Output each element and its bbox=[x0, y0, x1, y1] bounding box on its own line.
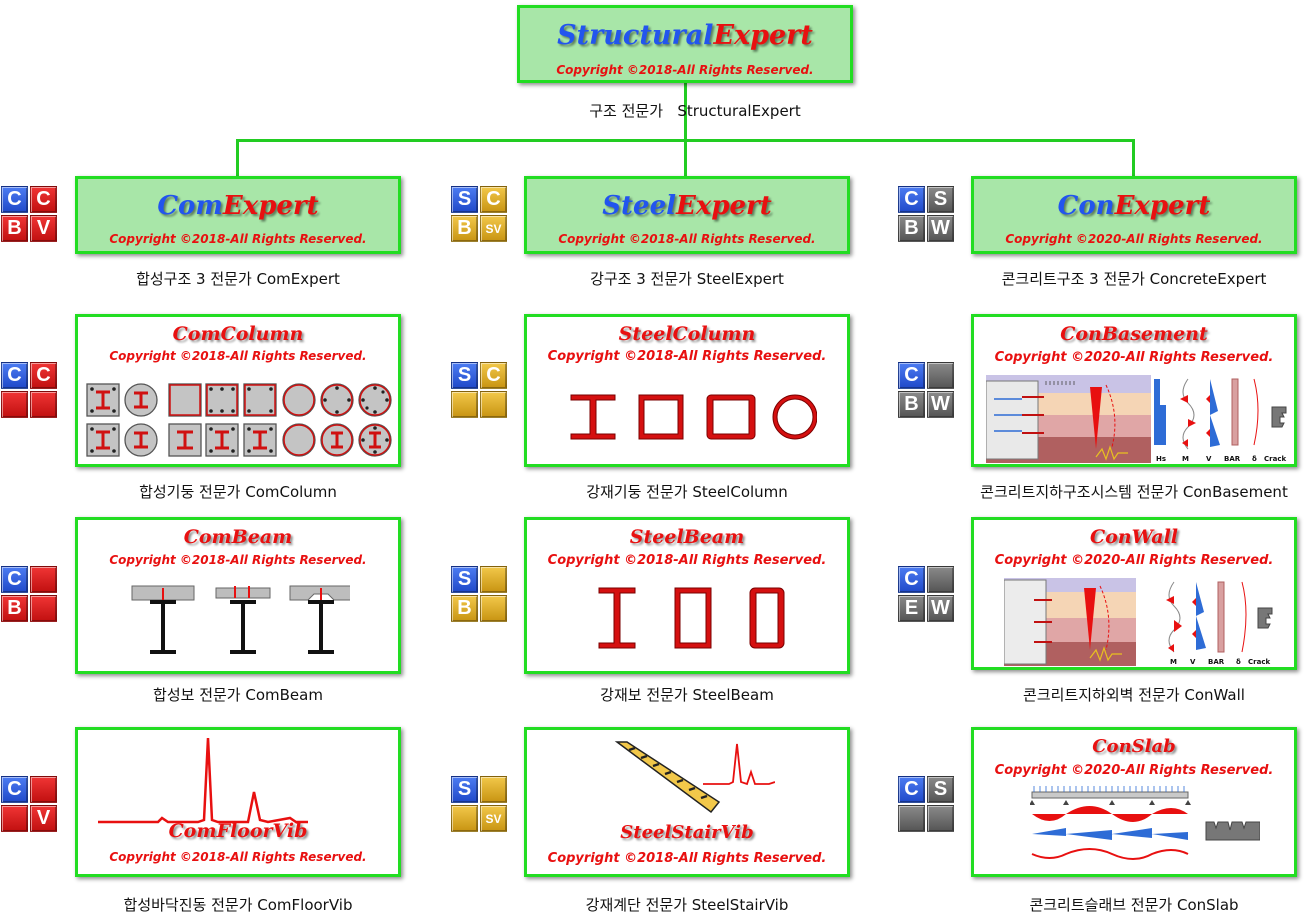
com-floor-vib-tiles-icon: C V bbox=[1, 776, 57, 832]
copyright-text: Copyright ©2018-All Rights Reserved. bbox=[558, 232, 816, 246]
steel-stair-illustration bbox=[614, 741, 721, 814]
connector-vertical-top bbox=[684, 82, 687, 178]
steel-column-caption: 강재기둥 전문가 SteelColumn bbox=[586, 483, 788, 501]
com-column-title: ComColumn bbox=[172, 323, 304, 345]
steel-expert-logo: SteelExpert bbox=[602, 191, 772, 221]
com-column-sections-illustration bbox=[86, 383, 392, 457]
con-basement-results-chart bbox=[1154, 378, 1287, 450]
steel-stair-vib-tiles-icon: S SV bbox=[451, 776, 507, 832]
con-slab-caption: 콘크리트슬래브 전문가 ConSlab bbox=[1029, 896, 1239, 914]
com-beam-tiles-icon: C B bbox=[1, 566, 57, 622]
con-slab-title: ConSlab bbox=[1092, 736, 1176, 757]
steel-expert-caption: 강구조 3 전문가 SteelExpert bbox=[590, 270, 784, 288]
com-expert-caption: 합성구조 3 전문가 ComExpert bbox=[136, 270, 340, 288]
con-wall-title: ConWall bbox=[1089, 526, 1179, 548]
con-basement-title: ConBasement bbox=[1060, 323, 1208, 345]
com-floor-vib-title: ComFloorVib bbox=[168, 820, 308, 842]
copyright-text: Copyright ©2020-All Rights Reserved. bbox=[994, 763, 1274, 778]
copyright-text: Copyright ©2018-All Rights Reserved. bbox=[547, 553, 827, 568]
com-expert-tiles-icon: C C B V bbox=[1, 186, 57, 242]
con-wall-caption: 콘크리트지하외벽 전문가 ConWall bbox=[1023, 686, 1245, 704]
con-expert-caption: 콘크리트구조 3 전문가 ConcreteExpert bbox=[1001, 270, 1267, 288]
com-beam-title: ComBeam bbox=[183, 526, 293, 548]
connector-left-drop bbox=[236, 139, 239, 178]
steel-beam-title: SteelBeam bbox=[629, 526, 745, 548]
com-beam-sections-illustration bbox=[131, 585, 350, 654]
con-wall-tiles-icon: C E W bbox=[898, 566, 954, 622]
com-column-tiles-icon: C C bbox=[1, 362, 57, 418]
copyright-text: Copyright ©2020-All Rights Reserved. bbox=[994, 553, 1274, 568]
com-column-box[interactable]: ComColumn Copyright ©2018-All Rights Res… bbox=[75, 314, 401, 467]
copyright-text: Copyright ©2020-All Rights Reserved. bbox=[1005, 232, 1263, 246]
com-floor-vib-spectrum-chart bbox=[98, 737, 308, 824]
steel-column-title: SteelColumn bbox=[618, 323, 756, 345]
copyright-text: Copyright ©2018-All Rights Reserved. bbox=[556, 63, 814, 77]
con-slab-box[interactable]: ConSlab Copyright ©2020-All Rights Reser… bbox=[971, 727, 1297, 877]
com-column-caption: 합성기둥 전문가 ComColumn bbox=[139, 483, 337, 501]
steel-expert-box[interactable]: SteelExpert Copyright ©2018-All Rights R… bbox=[524, 176, 850, 254]
com-expert-box[interactable]: ComExpert Copyright ©2018-All Rights Res… bbox=[75, 176, 401, 254]
steel-beam-tiles-icon: S B bbox=[451, 566, 507, 622]
copyright-text: Copyright ©2018-All Rights Reserved. bbox=[547, 349, 827, 364]
con-basement-soil-diagram bbox=[986, 375, 1151, 463]
con-expert-box[interactable]: ConExpert Copyright ©2020-All Rights Res… bbox=[971, 176, 1297, 254]
steel-beam-box[interactable]: SteelBeam Copyright ©2018-All Rights Res… bbox=[524, 517, 850, 674]
steel-beam-sections-illustration bbox=[598, 587, 785, 649]
com-beam-caption: 합성보 전문가 ComBeam bbox=[153, 686, 323, 704]
steel-expert-tiles-icon: S C B SV bbox=[451, 186, 507, 242]
com-expert-logo: ComExpert bbox=[157, 191, 319, 221]
con-basement-caption: 콘크리트지하구조시스템 전문가 ConBasement bbox=[980, 483, 1288, 501]
copyright-text: Copyright ©2018-All Rights Reserved. bbox=[547, 851, 827, 866]
con-wall-results-chart bbox=[1166, 581, 1273, 653]
con-wall-soil-diagram bbox=[1004, 578, 1136, 666]
steel-column-sections-illustration bbox=[570, 394, 817, 440]
copyright-text: Copyright ©2020-All Rights Reserved. bbox=[994, 350, 1274, 365]
con-expert-logo: ConExpert bbox=[1057, 191, 1211, 221]
com-floor-vib-caption: 합성바닥진동 전문가 ComFloorVib bbox=[123, 896, 353, 914]
steel-stair-vib-spectrum-chart bbox=[703, 743, 775, 786]
copyright-text: Copyright ©2018-All Rights Reserved. bbox=[109, 232, 367, 246]
steel-stair-vib-box[interactable]: SteelStairVib Copyright ©2018-All Rights… bbox=[524, 727, 850, 877]
connector-horizontal bbox=[236, 139, 1135, 142]
steel-stair-vib-title: SteelStairVib bbox=[620, 822, 754, 843]
con-slab-crack-illustration bbox=[1205, 821, 1260, 841]
com-beam-box[interactable]: ComBeam Copyright ©2018-All Rights Reser… bbox=[75, 517, 401, 674]
con-basement-box[interactable]: ConBasement Copyright ©2020-All Rights R… bbox=[971, 314, 1297, 467]
copyright-text: Copyright ©2018-All Rights Reserved. bbox=[109, 349, 367, 363]
com-floor-vib-box[interactable]: ComFloorVib Copyright ©2018-All Rights R… bbox=[75, 727, 401, 877]
steel-stair-vib-caption: 강재계단 전문가 SteelStairVib bbox=[585, 896, 789, 914]
steel-column-tiles-icon: S C bbox=[451, 362, 507, 418]
structural-expert-box[interactable]: StructuralExpert Copyright ©2018-All Rig… bbox=[517, 5, 853, 83]
con-slab-tiles-icon: C S bbox=[898, 776, 954, 832]
steel-beam-caption: 강재보 전문가 SteelBeam bbox=[600, 686, 774, 704]
con-slab-moment-diagram bbox=[1030, 786, 1191, 860]
steel-column-box[interactable]: SteelColumn Copyright ©2018-All Rights R… bbox=[524, 314, 850, 467]
structural-expert-caption: 구조 전문가 StructuralExpert bbox=[589, 102, 801, 120]
con-basement-tiles-icon: C B W bbox=[898, 362, 954, 418]
connector-right-drop bbox=[1132, 139, 1135, 178]
copyright-text: Copyright ©2018-All Rights Reserved. bbox=[109, 850, 367, 864]
con-expert-tiles-icon: C S B W bbox=[898, 186, 954, 242]
copyright-text: Copyright ©2018-All Rights Reserved. bbox=[109, 553, 367, 567]
structural-expert-logo: StructuralExpert bbox=[557, 20, 813, 51]
con-wall-box[interactable]: ConWall Copyright ©2020-All Rights Reser… bbox=[971, 517, 1297, 670]
